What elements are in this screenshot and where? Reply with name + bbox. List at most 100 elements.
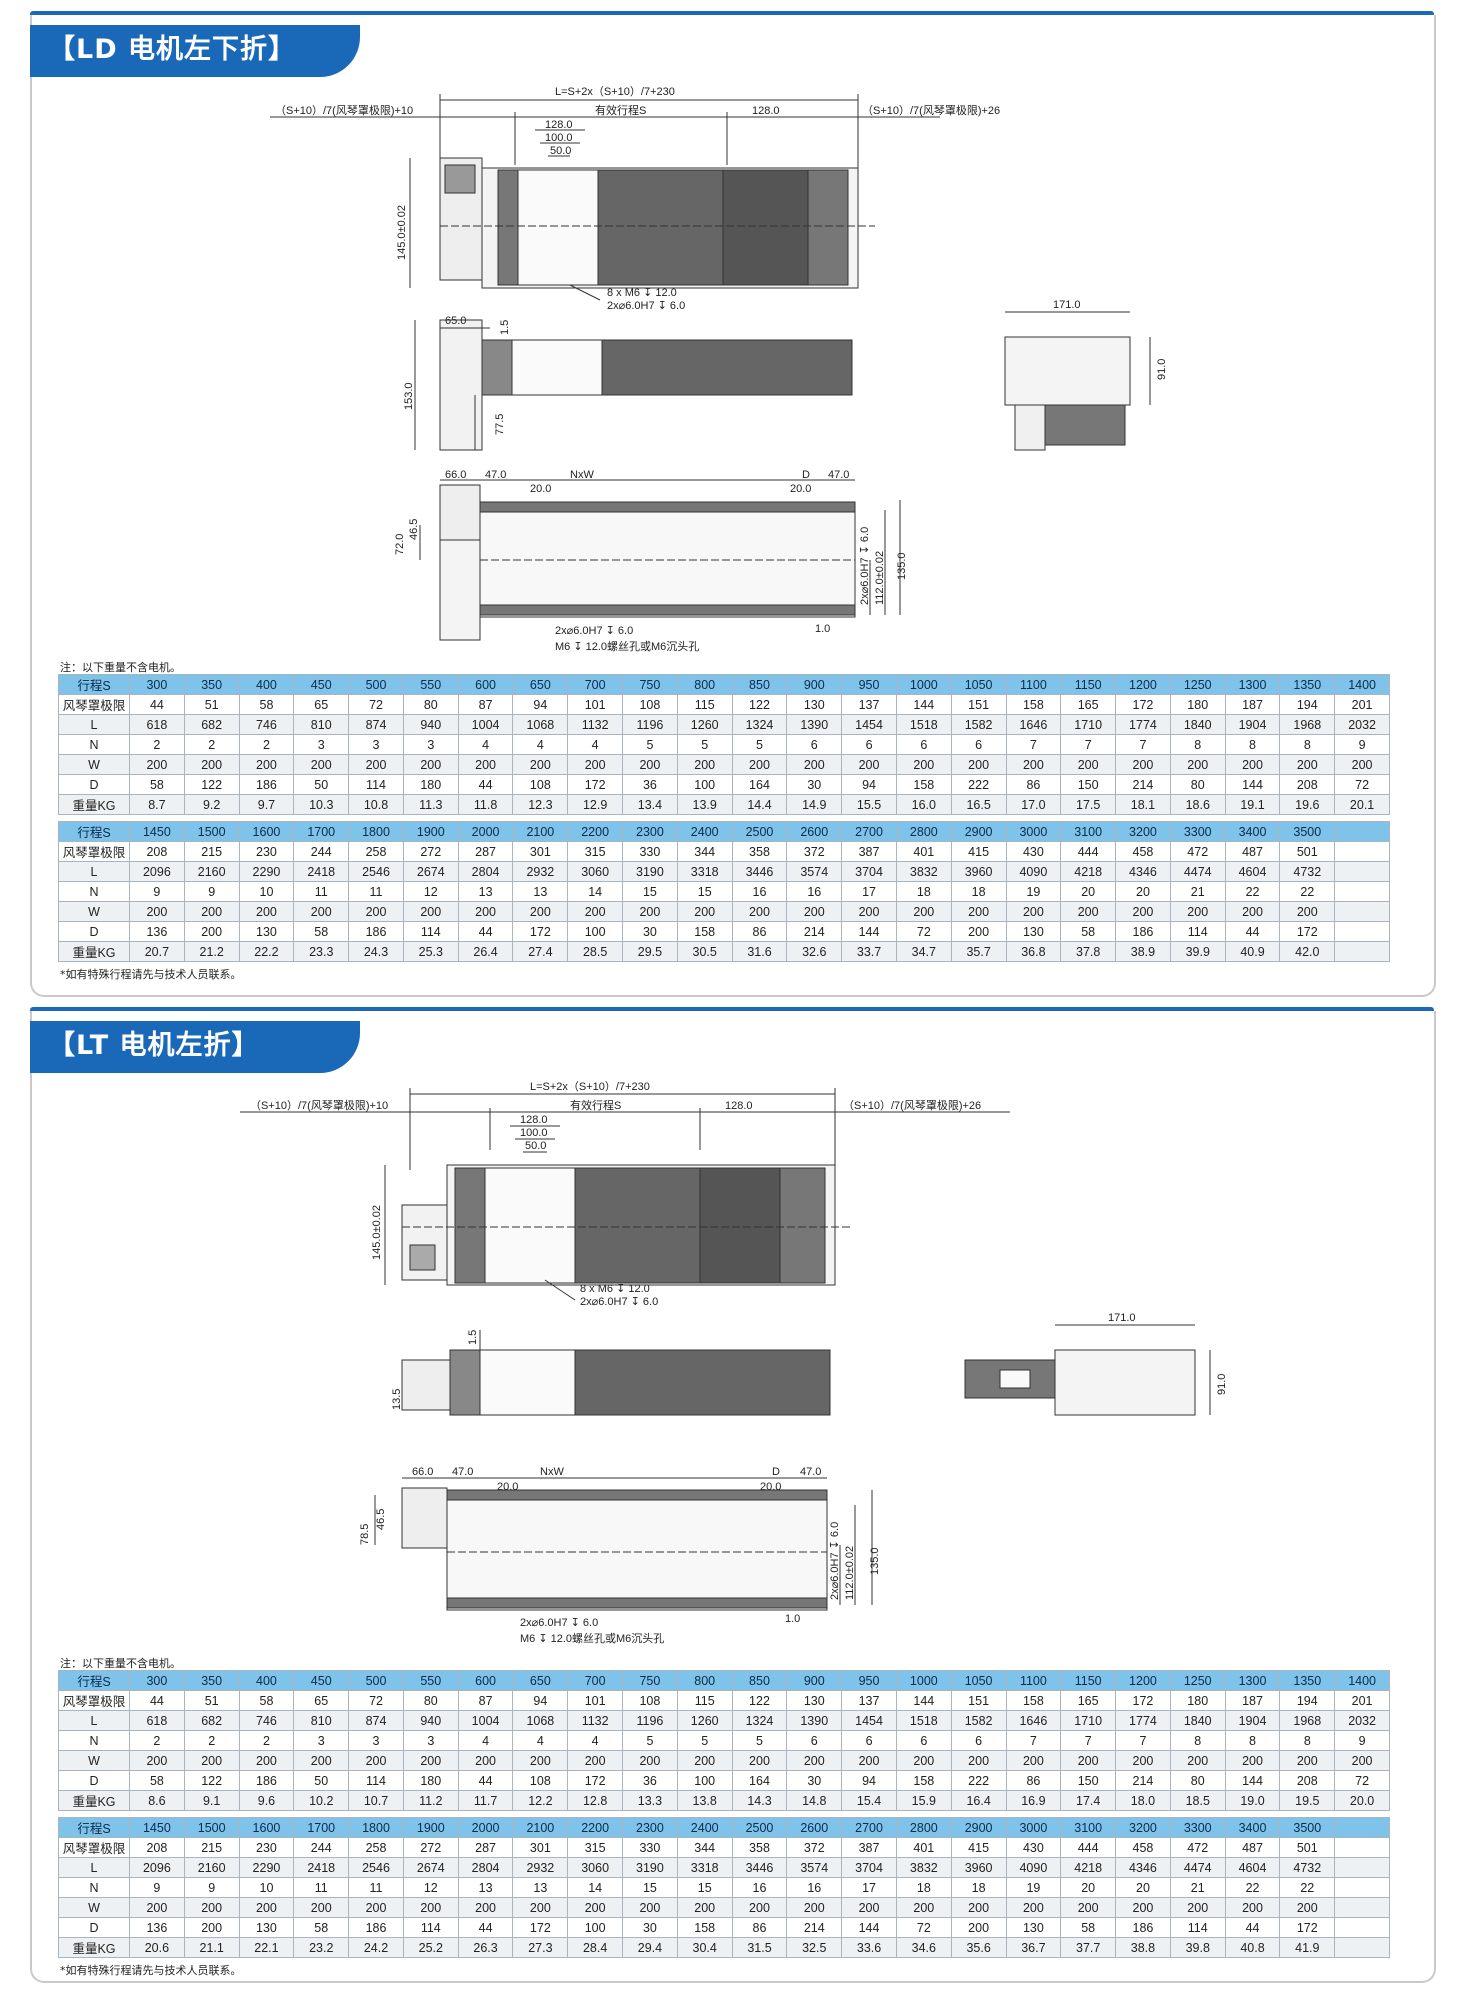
table-cell: 200 bbox=[786, 901, 843, 922]
table-cell: 1004 bbox=[457, 714, 514, 735]
table-cell: 50 bbox=[293, 1770, 350, 1791]
table-cell: 108 bbox=[512, 1770, 569, 1791]
lt-dim-100: 100.0 bbox=[520, 1127, 548, 1139]
table-cell: 201 bbox=[1334, 694, 1390, 715]
table-cell: 4 bbox=[567, 734, 624, 755]
table-cell: 258 bbox=[348, 841, 404, 862]
table-cell: 3704 bbox=[841, 861, 897, 882]
table-cell: 1454 bbox=[841, 1710, 897, 1731]
table-cell: 1800 bbox=[348, 1817, 404, 1838]
table-cell: 200 bbox=[786, 754, 843, 775]
table-cell: 810 bbox=[293, 714, 350, 735]
table-cell: 200 bbox=[348, 1750, 404, 1771]
table-cell: 5 bbox=[731, 1730, 788, 1751]
table-cell: 415 bbox=[950, 841, 1007, 862]
table-cell: 130 bbox=[238, 921, 295, 942]
table-cell: 4 bbox=[512, 734, 569, 755]
table-cell: 200 bbox=[238, 901, 295, 922]
table-cell: 26.3 bbox=[457, 1937, 514, 1958]
table-cell: 501 bbox=[1279, 841, 1336, 862]
table-cell: 487 bbox=[1224, 841, 1281, 862]
table-cell: 4218 bbox=[1060, 861, 1117, 882]
table-cell: 8 bbox=[1224, 734, 1281, 755]
table-cell: 650 bbox=[512, 674, 569, 695]
table-cell: 3574 bbox=[786, 861, 843, 882]
table-cell: 600 bbox=[457, 1670, 514, 1691]
table-cell: 200 bbox=[1115, 1750, 1171, 1771]
table-cell: 144 bbox=[841, 1917, 897, 1938]
table-cell: 458 bbox=[1115, 841, 1171, 862]
ld-dim-135: 135.0 bbox=[896, 552, 908, 580]
table-cell: 2932 bbox=[512, 861, 569, 882]
table-cell bbox=[1334, 941, 1390, 962]
table-cell: 18.1 bbox=[1115, 794, 1171, 815]
table-cell: 2000 bbox=[457, 821, 514, 842]
table-cell: 7 bbox=[1005, 734, 1062, 755]
table-cell: 144 bbox=[895, 694, 952, 715]
table-cell: 200 bbox=[183, 921, 240, 942]
table-cell: 20 bbox=[1115, 1877, 1171, 1898]
table-cell: 1600 bbox=[238, 821, 295, 842]
ld-dim-112: 112.0±0.02 bbox=[874, 551, 886, 605]
ld-dim-pin-bottom: 2x⌀6.0H7 ↧ 6.0 bbox=[555, 625, 633, 637]
table-cell: 2546 bbox=[348, 861, 404, 882]
table-cell: 172 bbox=[567, 774, 624, 795]
table-cell: 114 bbox=[402, 921, 459, 942]
row-label: D bbox=[58, 1917, 130, 1938]
lt-dim-128b: 128.0 bbox=[725, 1100, 753, 1112]
table-cell: 1068 bbox=[512, 714, 569, 735]
table-cell: 344 bbox=[676, 841, 733, 862]
lt-dim-D: D bbox=[772, 1466, 780, 1478]
table-cell: 2800 bbox=[895, 821, 952, 842]
table-cell: 8 bbox=[1279, 734, 1336, 755]
table-cell: 186 bbox=[238, 1770, 295, 1791]
table-cell: 200 bbox=[183, 901, 240, 922]
table-cell: 108 bbox=[512, 774, 569, 795]
table-cell: 400 bbox=[238, 1670, 295, 1691]
table-cell: 1454 bbox=[841, 714, 897, 735]
table-cell: 750 bbox=[622, 1670, 678, 1691]
table-cell: 136 bbox=[129, 1917, 185, 1938]
table-cell: 16 bbox=[786, 881, 843, 902]
table-cell: 144 bbox=[841, 921, 897, 942]
lt-dim-right-bellow: （S+10）/7(风琴罩极限)+26 bbox=[843, 1098, 981, 1112]
table-cell: 58 bbox=[1060, 1917, 1117, 1938]
table-cell: 200 bbox=[512, 1897, 569, 1918]
table-cell: 20.1 bbox=[1334, 794, 1390, 815]
table-cell: 65 bbox=[293, 1690, 350, 1711]
table-cell: 100 bbox=[676, 774, 733, 795]
table-cell: 21 bbox=[1169, 1877, 1226, 1898]
row-label: W bbox=[58, 754, 130, 775]
table-cell: 200 bbox=[567, 1897, 624, 1918]
table-cell: 387 bbox=[841, 1837, 897, 1858]
lt-dim-66: 66.0 bbox=[412, 1466, 433, 1478]
table-cell: 16.0 bbox=[895, 794, 952, 815]
table-cell: 8.7 bbox=[129, 794, 185, 815]
table-cell: 200 bbox=[676, 754, 733, 775]
table-cell: 315 bbox=[567, 1837, 624, 1858]
table-cell: 4 bbox=[512, 1730, 569, 1751]
table-cell: 200 bbox=[950, 921, 1007, 942]
table-cell: 25.2 bbox=[402, 1937, 459, 1958]
table-cell: 7 bbox=[1005, 1730, 1062, 1751]
table-cell: 200 bbox=[731, 1897, 788, 1918]
table-cell: 1500 bbox=[183, 1817, 240, 1838]
table-cell: 950 bbox=[841, 1670, 897, 1691]
lt-dim-20: 20.0 bbox=[497, 1481, 518, 1493]
ld-dim-1-0: 1.0 bbox=[815, 623, 830, 635]
table-cell: 1260 bbox=[676, 1710, 733, 1731]
table-cell: 151 bbox=[950, 1690, 1007, 1711]
table-cell: 1324 bbox=[731, 1710, 788, 1731]
row-label: L bbox=[58, 1710, 130, 1731]
table-cell: 874 bbox=[348, 714, 404, 735]
table-cell: 1700 bbox=[293, 821, 350, 842]
lt-dim-pin2: 2x⌀6.0H7 ↧ 6.0 bbox=[829, 1522, 841, 1600]
table-cell: 3318 bbox=[676, 1857, 733, 1878]
